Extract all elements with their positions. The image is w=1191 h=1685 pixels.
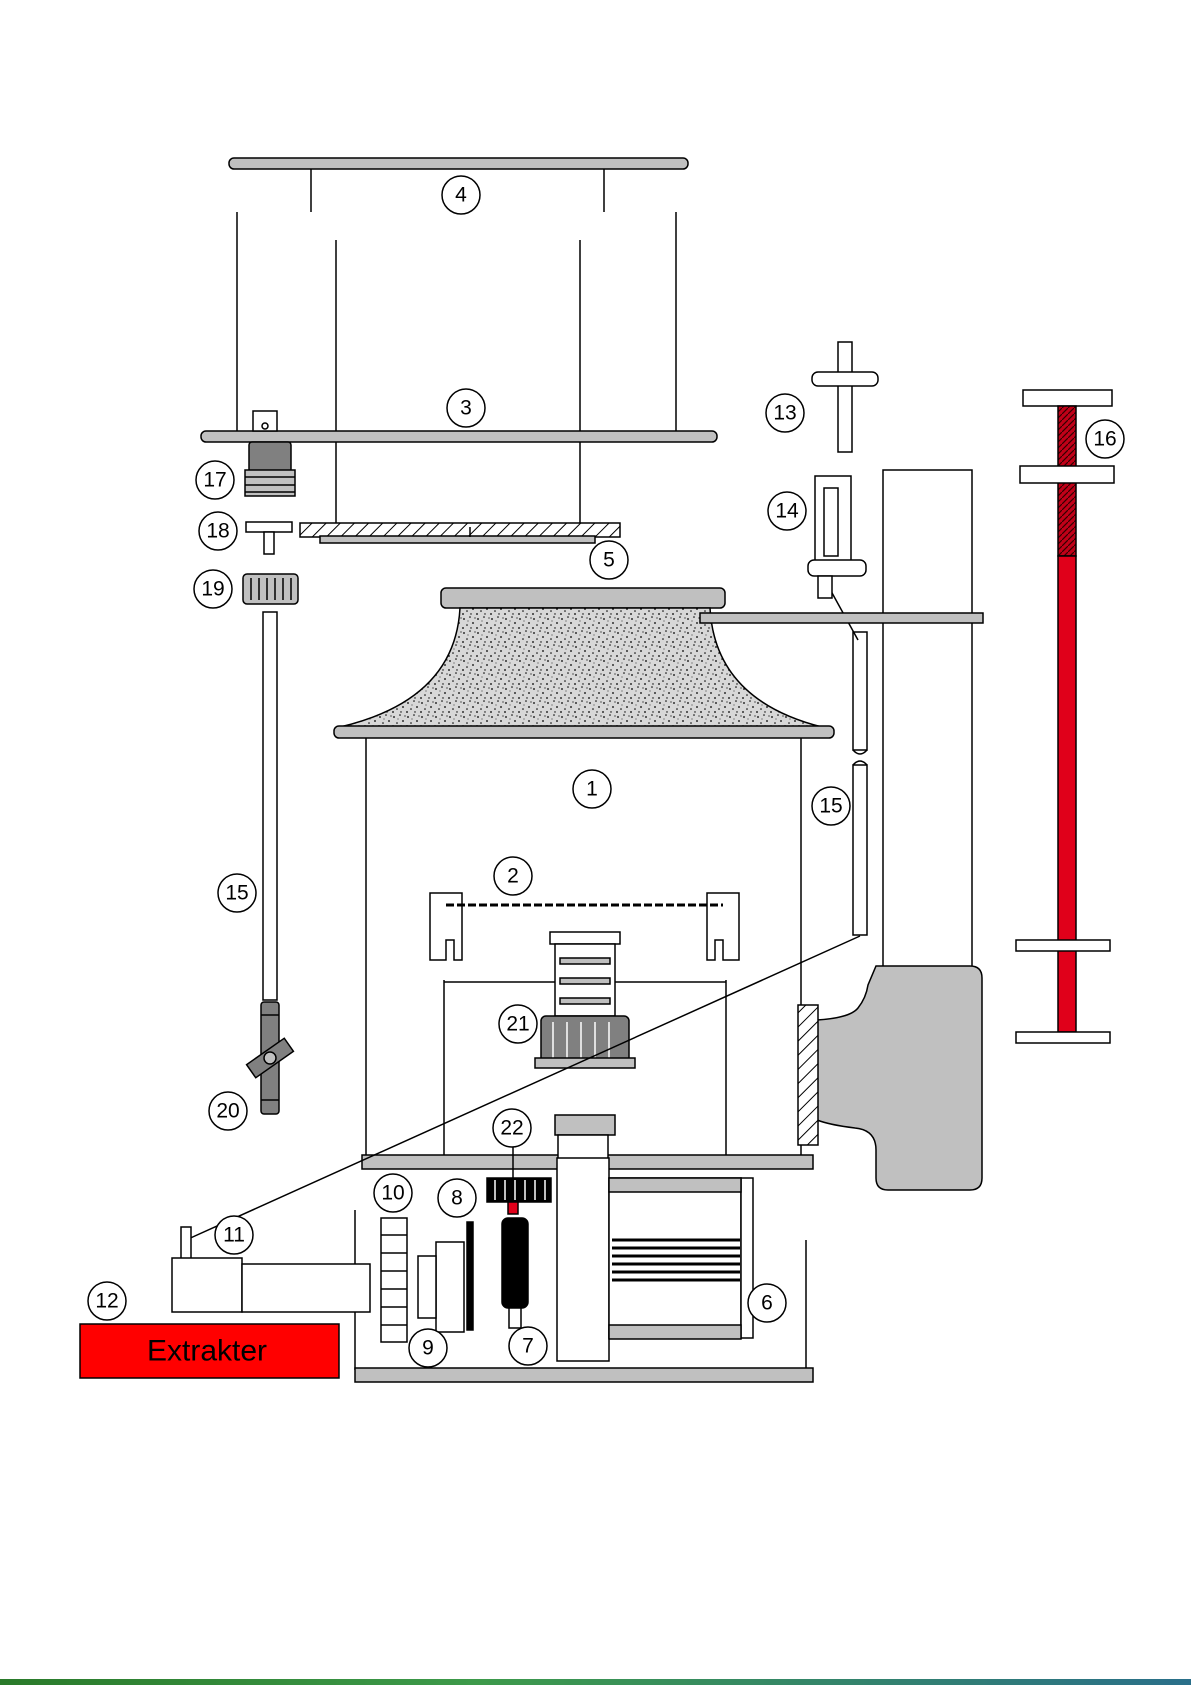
callout-15-right: 15 <box>812 787 850 825</box>
callout-21: 21 <box>499 1005 537 1043</box>
callout-10: 10 <box>374 1174 412 1212</box>
outlet-elbow <box>798 966 982 1190</box>
callout-18-label: 18 <box>206 520 229 543</box>
pump-motor <box>555 1115 753 1361</box>
callout-12-label: 12 <box>95 1290 118 1313</box>
callout-21-label: 21 <box>506 1013 529 1036</box>
callout-22: 22 <box>493 1109 531 1147</box>
part-11-air-intake <box>172 1227 370 1312</box>
part-22-impeller <box>487 1138 551 1214</box>
callout-15-right-label: 15 <box>819 795 842 818</box>
callout-4-label: 4 <box>455 184 467 207</box>
part-8-seal-ring <box>467 1222 473 1330</box>
callout-3: 3 <box>447 389 485 427</box>
part-7-rotor <box>502 1218 528 1328</box>
callout-17: 17 <box>196 461 234 499</box>
callout-13-label: 13 <box>773 402 796 425</box>
callout-2-label: 2 <box>507 865 519 888</box>
callout-3-label: 3 <box>460 397 472 420</box>
callout-6-label: 6 <box>761 1292 773 1315</box>
part-13-valve-plug <box>812 342 878 452</box>
callout-11: 11 <box>215 1216 253 1254</box>
callout-16-label: 16 <box>1093 428 1116 451</box>
callout-1-label: 1 <box>586 778 598 801</box>
callout-14: 14 <box>768 492 806 530</box>
callout-9-label: 9 <box>422 1337 434 1360</box>
callout-8-label: 8 <box>451 1187 463 1210</box>
callout-15-left: 15 <box>218 874 256 912</box>
part-14-valve-housing <box>808 476 866 598</box>
part-17-bulkhead-fitting <box>245 442 295 496</box>
part-10-pump-cover <box>381 1218 407 1342</box>
callout-4: 4 <box>442 176 480 214</box>
callout-1: 1 <box>573 770 611 808</box>
part-21-venturi-nozzle <box>535 932 635 1068</box>
callout-18: 18 <box>199 512 237 550</box>
callout-7-label: 7 <box>522 1335 534 1358</box>
callout-20: 20 <box>209 1092 247 1130</box>
part-9-bearing-cap <box>418 1242 464 1332</box>
callout-5: 5 <box>590 541 628 579</box>
callout-16: 16 <box>1086 420 1124 458</box>
part-20-valve <box>247 1002 294 1114</box>
callout-20-label: 20 <box>216 1100 239 1123</box>
part-15-drain-hose-left <box>263 612 277 1000</box>
callout-17-label: 17 <box>203 469 226 492</box>
extractor-label-text: Extrakter <box>147 1335 267 1368</box>
part-18-nozzle <box>246 522 292 554</box>
part-16-threaded-rod <box>1016 390 1114 1043</box>
part-5-filter-plate <box>300 523 620 543</box>
callout-19-label: 19 <box>201 578 224 601</box>
callout-7: 7 <box>509 1327 547 1365</box>
callout-19: 19 <box>194 570 232 608</box>
callout-9: 9 <box>409 1329 447 1367</box>
part-1-reaction-chamber <box>334 588 834 1169</box>
callout-22-label: 22 <box>500 1117 523 1140</box>
callout-13: 13 <box>766 394 804 432</box>
callout-14-label: 14 <box>775 500 799 523</box>
callout-2: 2 <box>494 857 532 895</box>
part-12-extractor-label: Extrakter <box>80 1324 339 1378</box>
callout-15-left-label: 15 <box>225 882 248 905</box>
callout-6: 6 <box>748 1284 786 1322</box>
callout-5-label: 5 <box>603 549 615 572</box>
part-19-hose-nut <box>243 574 298 604</box>
callout-12: 12 <box>88 1282 126 1320</box>
callout-11-label: 11 <box>223 1224 245 1247</box>
callout-8: 8 <box>438 1179 476 1217</box>
bottom-edge-strip <box>0 1679 1191 1685</box>
callout-10-label: 10 <box>381 1182 404 1205</box>
